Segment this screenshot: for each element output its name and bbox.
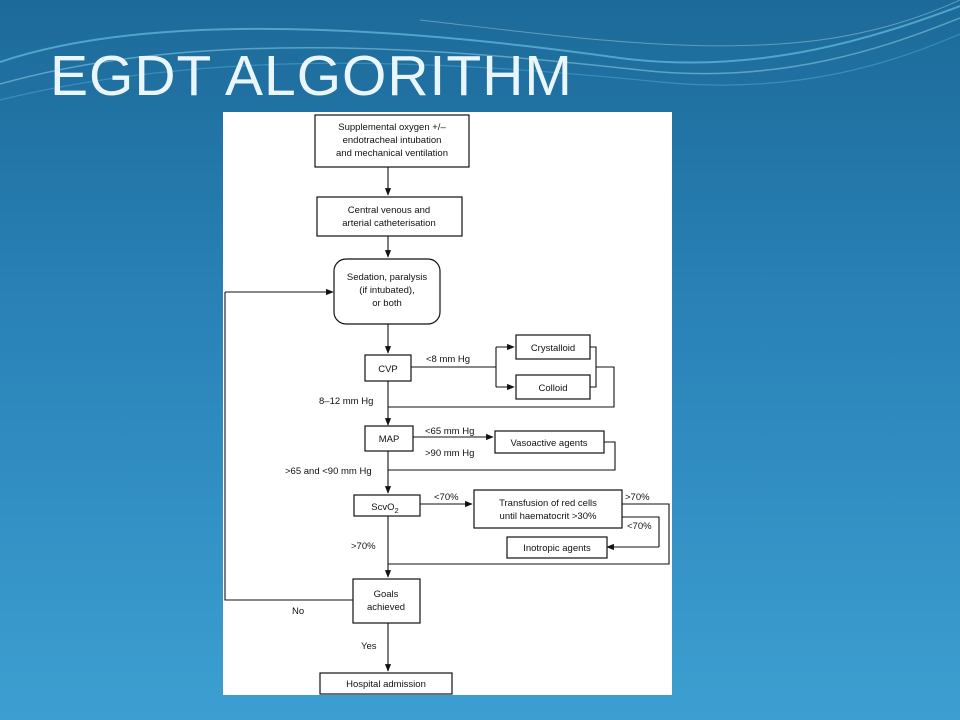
flowchart-connectors <box>224 167 670 672</box>
label-transfusion-high: >70% <box>625 492 650 503</box>
box-map: MAP <box>364 425 414 452</box>
label-map-high: >90 mm Hg <box>425 448 474 459</box>
label-no: No <box>292 606 304 617</box>
label-scvo2-low: <70% <box>434 492 459 503</box>
svg-text:CVP: CVP <box>378 364 398 375</box>
egdt-flowchart: Supplemental oxygen +/– endotracheal int… <box>223 112 672 695</box>
svg-text:and mechanical ventilation: and mechanical ventilation <box>336 148 448 159</box>
box-crystalloid: Crystalloid <box>515 334 591 360</box>
box-colloid: Colloid <box>515 374 591 400</box>
box-vasoactive-agents: Vasoactive agents <box>494 430 605 454</box>
label-yes: Yes <box>361 641 377 652</box>
svg-text:endotracheal intubation: endotracheal intubation <box>343 135 442 146</box>
box-hospital-admission: Hospital admission <box>319 672 453 695</box>
svg-text:arterial catheterisation: arterial catheterisation <box>342 218 435 229</box>
svg-text:Transfusion of red cells: Transfusion of red cells <box>499 498 597 509</box>
svg-text:MAP: MAP <box>379 434 400 445</box>
box-central-venous-catheterisation: Central venous and arterial catheterisat… <box>316 196 463 237</box>
label-transfusion-low: <70% <box>627 521 652 532</box>
svg-text:achieved: achieved <box>367 602 405 613</box>
svg-text:Vasoactive agents: Vasoactive agents <box>511 438 588 449</box>
label-map-low: <65 mm Hg <box>425 426 474 437</box>
flowchart-edge-labels: <8 mm Hg 8–12 mm Hg <65 mm Hg >90 mm Hg … <box>285 354 652 652</box>
svg-text:Supplemental oxygen +/–: Supplemental oxygen +/– <box>338 122 446 133</box>
scvo2-subscript: 2 <box>395 506 399 515</box>
box-sedation-paralysis: Sedation, paralysis (if intubated), or b… <box>333 258 441 325</box>
scvo2-label: ScvO <box>371 502 394 513</box>
svg-text:Crystalloid: Crystalloid <box>531 343 575 354</box>
svg-text:Goals: Goals <box>374 589 399 600</box>
box-goals-achieved: Goals achieved <box>352 578 421 624</box>
box-transfusion-red-cells: Transfusion of red cells until haematocr… <box>473 489 623 529</box>
box-cvp: CVP <box>364 354 412 382</box>
box-supplemental-oxygen: Supplemental oxygen +/– endotracheal int… <box>314 114 470 168</box>
box-scvo2: ScvO2 <box>353 494 421 517</box>
slide-title: EGDT ALGORITHM <box>50 44 573 108</box>
svg-text:ScvO2: ScvO2 <box>371 502 398 515</box>
svg-text:Colloid: Colloid <box>538 383 567 394</box>
label-cvp-ok: 8–12 mm Hg <box>319 396 373 407</box>
header-swoosh-decoration <box>0 0 960 101</box>
svg-text:(if intubated),: (if intubated), <box>359 285 414 296</box>
box-inotropic-agents: Inotropic agents <box>506 536 608 559</box>
svg-text:Sedation, paralysis: Sedation, paralysis <box>347 272 428 283</box>
svg-text:or both: or both <box>372 298 402 309</box>
svg-text:Hospital admission: Hospital admission <box>346 679 426 690</box>
svg-text:Central venous and: Central venous and <box>348 205 430 216</box>
svg-text:until haematocrit >30%: until haematocrit >30% <box>500 511 597 522</box>
svg-text:Inotropic agents: Inotropic agents <box>523 543 591 554</box>
label-map-ok: >65 and <90 mm Hg <box>285 466 372 477</box>
label-cvp-low: <8 mm Hg <box>426 354 470 365</box>
label-scvo2-ok: >70% <box>351 541 376 552</box>
